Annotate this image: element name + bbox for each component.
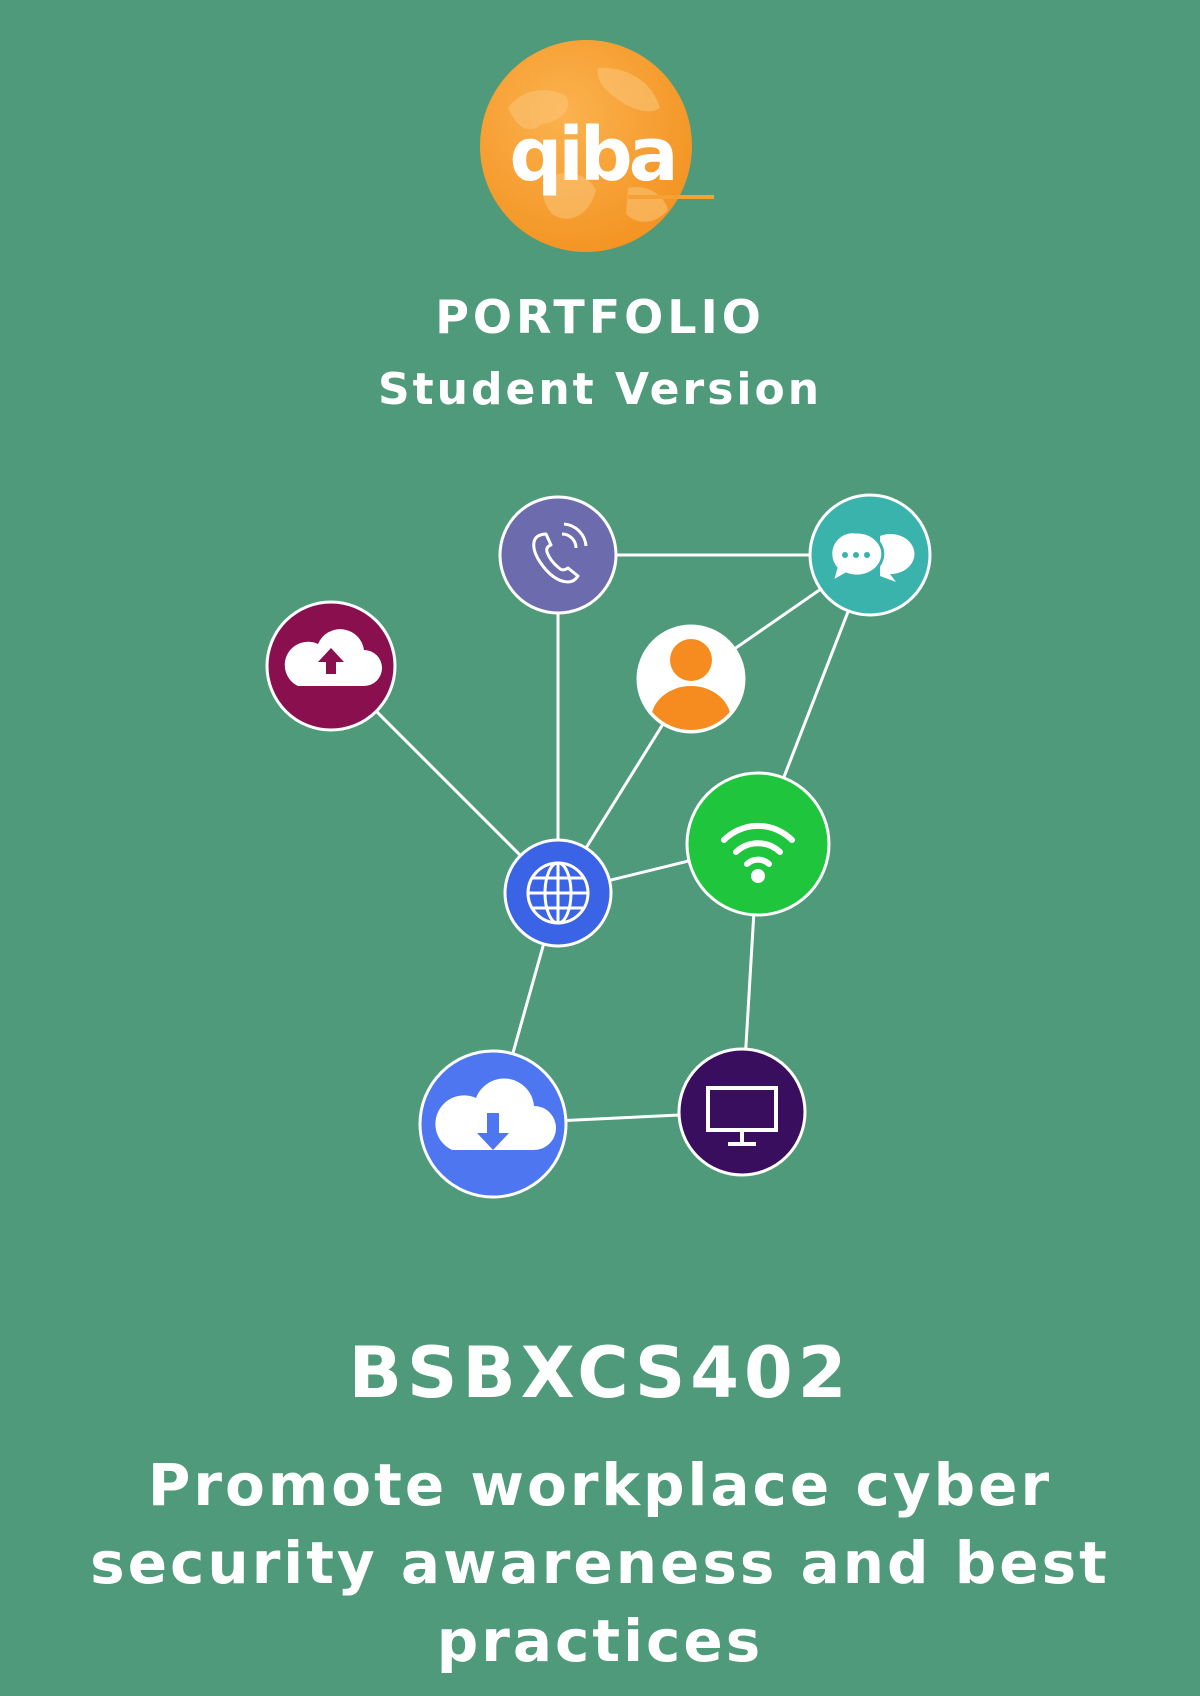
qiba-logo: qiba bbox=[480, 40, 714, 252]
logo-text: qiba bbox=[509, 112, 674, 198]
chat-bubbles-icon bbox=[808, 493, 932, 617]
unit-title-line: Promote workplace cyber bbox=[147, 1451, 1053, 1519]
cloud-download-icon bbox=[418, 1049, 568, 1199]
wifi-icon bbox=[685, 771, 831, 917]
user-icon bbox=[636, 624, 746, 734]
monitor-icon bbox=[677, 1047, 807, 1177]
unit-title-line: security awareness and best bbox=[90, 1529, 1110, 1597]
version-subheading: Student Version bbox=[377, 364, 823, 415]
unit-code: BSBXCS402 bbox=[348, 1332, 852, 1414]
phone-call-icon bbox=[498, 495, 618, 615]
network-illustration bbox=[265, 493, 932, 1199]
cloud-upload-icon bbox=[265, 600, 397, 732]
unit-title: Promote workplace cyber security awarene… bbox=[0, 1446, 1200, 1674]
globe-icon bbox=[503, 838, 613, 948]
portfolio-heading: PORTFOLIO bbox=[435, 290, 765, 344]
unit-title-line: practices bbox=[436, 1607, 764, 1674]
